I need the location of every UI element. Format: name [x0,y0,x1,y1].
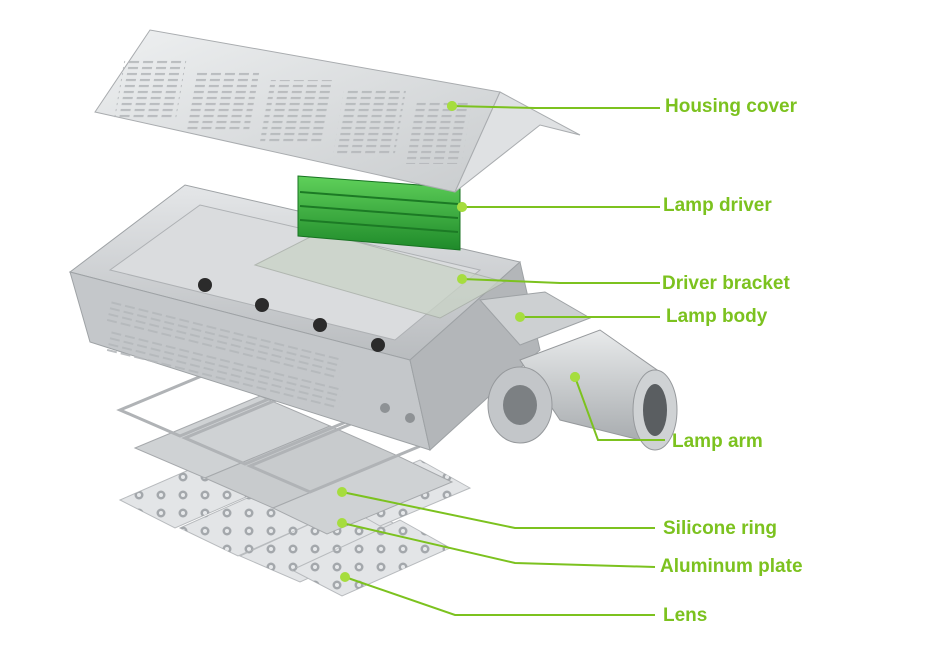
driver-bracket-label: Driver bracket [662,273,790,294]
driver-bracket-dot [457,274,467,284]
housing-cover-line [451,105,660,109]
lamp-arm-dot [570,372,580,382]
lamp-body-dot [515,312,525,322]
callout-dots [337,101,580,582]
housing-cover-panel [94,29,581,193]
silicone-ring-line [341,491,655,529]
silicone-ring-label: Silicone ring [663,518,778,539]
lamp-driver-box [297,175,467,251]
housing-cover-label: Housing cover [665,96,797,117]
lens-dot [340,572,350,582]
lamp-driver-dot [457,202,467,212]
silicone-ring-dot [337,487,347,497]
driver-bracket-line [461,278,660,284]
lamp-arm-label: Lamp arm [672,431,763,452]
callout-lines [341,105,665,616]
housing-cover-dot [447,101,457,111]
lens-label: Lens [663,605,708,626]
aluminum-plate-dot [337,518,347,528]
lamp-driver-label: Lamp driver [663,195,772,216]
aluminum-plate-label: Aluminum plate [660,556,803,577]
lens-line [344,576,655,616]
aluminum-plates [133,395,454,535]
driver-bracket-plate [253,231,507,319]
lamp-arm-clamp [487,329,678,451]
aluminum-plate-line [341,522,656,568]
lamp-body-label: Lamp body [666,306,768,327]
lamp-arm-line [574,376,665,441]
